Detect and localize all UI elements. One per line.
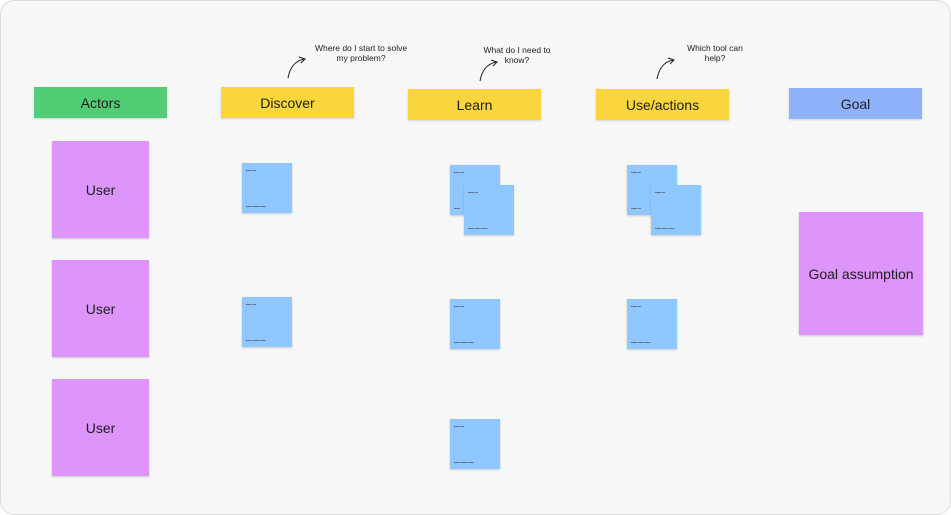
sticky-note-scribble: ▬▬ ▬ (631, 206, 641, 210)
sticky-note-scribble: ▬▬ ▬▬ ▬▬ (246, 338, 266, 342)
curved-arrow-icon (479, 59, 498, 82)
header-learn[interactable]: Learn (408, 89, 541, 120)
sticky-user-3[interactable]: User (52, 379, 149, 476)
header-use-actions[interactable]: Use/actions (596, 89, 729, 120)
header-actors-label: Actors (80, 94, 121, 111)
curved-arrow-icon (287, 56, 306, 79)
header-learn-label: Learn (456, 96, 493, 113)
question-learn-line1: What do I need to (483, 45, 551, 55)
sticky-note-use-3[interactable]: ▬▬ ▬ ▬▬ ▬▬ ▬▬ (627, 299, 677, 349)
sticky-note-scribble: ▬▬ ▬▬ ▬▬ (655, 226, 675, 230)
header-discover-label: Discover (260, 94, 315, 111)
sticky-user-3-label: User (85, 419, 116, 436)
sticky-user-1-label: User (85, 181, 116, 198)
curved-arrow-icon (656, 57, 675, 80)
question-learn-line2: know? (504, 55, 530, 65)
sticky-user-2-label: User (85, 300, 116, 317)
sticky-user-2[interactable]: User (52, 260, 149, 357)
sticky-note-learn-3[interactable]: ▬▬ ▬ ▬▬ ▬▬ ▬▬ (450, 299, 500, 349)
sticky-note-scribble: ▬▬ ▬ (246, 168, 256, 172)
sticky-note-scribble: ▬▬ ▬▬ ▬▬ (246, 204, 266, 208)
sticky-note-scribble: ▬▬ ▬ (631, 170, 641, 174)
sticky-note-learn-2[interactable]: ▬▬ ▬ ▬▬ ▬▬ ▬▬ (464, 185, 514, 235)
sticky-note-scribble: ▬▬ ▬ (631, 304, 641, 308)
sticky-note-scribble: ▬▬ ▬ (454, 170, 464, 174)
sticky-note-discover-1[interactable]: ▬▬ ▬ ▬▬ ▬▬ ▬▬ (242, 163, 292, 213)
question-discover[interactable]: Where do I start to solve my problem? (306, 43, 416, 63)
header-goal[interactable]: Goal (789, 88, 922, 119)
header-actors[interactable]: Actors (34, 87, 167, 118)
header-discover[interactable]: Discover (221, 87, 354, 118)
sticky-note-scribble: ▬▬ (454, 206, 460, 210)
sticky-note-use-2[interactable]: ▬▬ ▬ ▬▬ ▬▬ ▬▬ (651, 185, 701, 235)
sticky-note-scribble: ▬▬ ▬ (454, 424, 464, 428)
question-use-line1: Which tool can (687, 43, 743, 53)
question-use-actions[interactable]: Which tool can help? (677, 43, 753, 63)
sticky-user-1[interactable]: User (52, 141, 149, 238)
question-learn[interactable]: What do I need to know? (479, 45, 555, 65)
header-goal-label: Goal (840, 95, 871, 112)
sticky-note-scribble: ▬▬ ▬ (246, 302, 256, 306)
sticky-goal-assumption-label: Goal assumption (808, 265, 914, 282)
header-use-actions-label: Use/actions (625, 96, 700, 113)
sticky-goal-assumption[interactable]: Goal assumption (799, 212, 923, 335)
sticky-note-scribble: ▬▬ ▬ (468, 190, 478, 194)
question-discover-line2: my problem? (336, 53, 386, 63)
sticky-note-learn-4[interactable]: ▬▬ ▬ ▬▬ ▬▬ ▬▬ (450, 419, 500, 469)
sticky-note-scribble: ▬▬ ▬▬ ▬▬ (631, 340, 651, 344)
sticky-note-discover-2[interactable]: ▬▬ ▬ ▬▬ ▬▬ ▬▬ (242, 297, 292, 347)
sticky-note-scribble: ▬▬ ▬▬ ▬▬ (454, 460, 474, 464)
sticky-note-scribble: ▬▬ ▬ (655, 190, 665, 194)
sticky-note-scribble: ▬▬ ▬▬ ▬▬ (468, 226, 488, 230)
sticky-note-scribble: ▬▬ ▬▬ ▬▬ (454, 340, 474, 344)
question-discover-line1: Where do I start to solve (314, 43, 408, 53)
sticky-note-scribble: ▬▬ ▬ (454, 304, 464, 308)
question-use-line2: help? (704, 53, 726, 63)
